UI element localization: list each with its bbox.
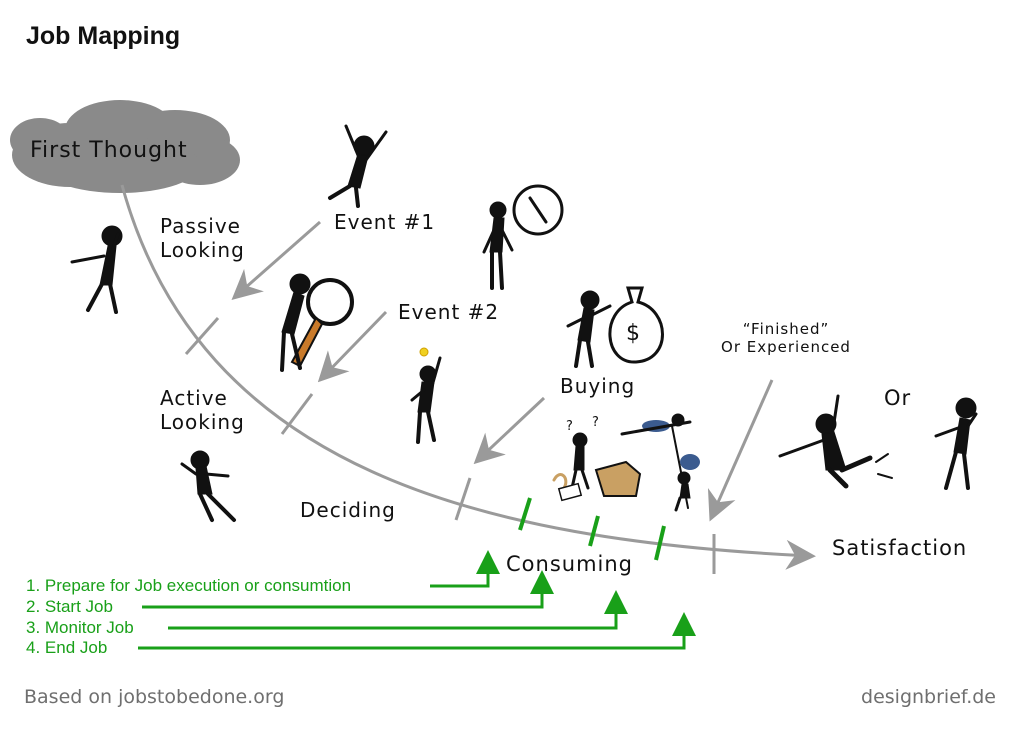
consuming-label: Consuming xyxy=(506,552,633,577)
step-3-label: 3. Monitor Job xyxy=(26,618,134,638)
stage-tick-2 xyxy=(282,394,312,434)
magnifier-figure-icon xyxy=(282,274,352,370)
svg-text:?: ? xyxy=(592,415,599,430)
passive-looking-label: Passive Looking xyxy=(160,214,245,262)
step1-connector xyxy=(430,562,488,586)
clock-figure-icon xyxy=(484,186,562,288)
thinking-figure-2-icon xyxy=(182,451,234,520)
finished-label-line2: Or Experienced xyxy=(716,338,856,356)
step-4-label: 4. End Job xyxy=(26,638,107,658)
consuming-tick-1 xyxy=(520,498,530,530)
active-label-line2: Looking xyxy=(160,410,245,434)
idea-figure-icon xyxy=(412,348,440,442)
site-credit: designbrief.de xyxy=(861,686,996,708)
step-1-label: 1. Prepare for Job execution or consumti… xyxy=(26,576,351,596)
first-thought-label: First Thought xyxy=(30,138,188,164)
finished-label-line1: “Finished” xyxy=(716,320,856,338)
passive-label-line2: Looking xyxy=(160,238,245,262)
consuming-tick-2 xyxy=(590,516,598,546)
step-2-label: 2. Start Job xyxy=(26,597,113,617)
deciding-label: Deciding xyxy=(300,498,396,522)
finished-arrow xyxy=(712,380,772,516)
active-looking-label: Active Looking xyxy=(160,386,245,434)
event1-label: Event #1 xyxy=(334,210,435,234)
finished-label: “Finished” Or Experienced xyxy=(716,320,856,356)
passive-label-line1: Passive xyxy=(160,214,245,238)
stage-tick-3 xyxy=(456,478,470,520)
event2-label: Event #2 xyxy=(398,300,499,324)
thinking-figure-icon xyxy=(72,226,122,312)
stage-tick-1 xyxy=(186,318,218,354)
active-label-line1: Active xyxy=(160,386,245,410)
satisfaction-label: Satisfaction xyxy=(832,536,967,561)
unboxing-scene-icon: ? ? xyxy=(554,415,640,500)
source-credit: Based on jobstobedone.org xyxy=(24,686,284,708)
disappointed-figure-icon xyxy=(936,398,976,488)
money-bag-figure-icon: $ xyxy=(568,288,663,366)
svg-text:$: $ xyxy=(626,321,640,346)
celebrating-figure-icon xyxy=(780,396,892,486)
svg-text:?: ? xyxy=(566,419,573,434)
buying-label: Buying xyxy=(560,374,635,398)
or-label: Or xyxy=(884,386,911,411)
excited-figure-icon xyxy=(330,126,386,206)
buying-arrow xyxy=(478,398,544,460)
